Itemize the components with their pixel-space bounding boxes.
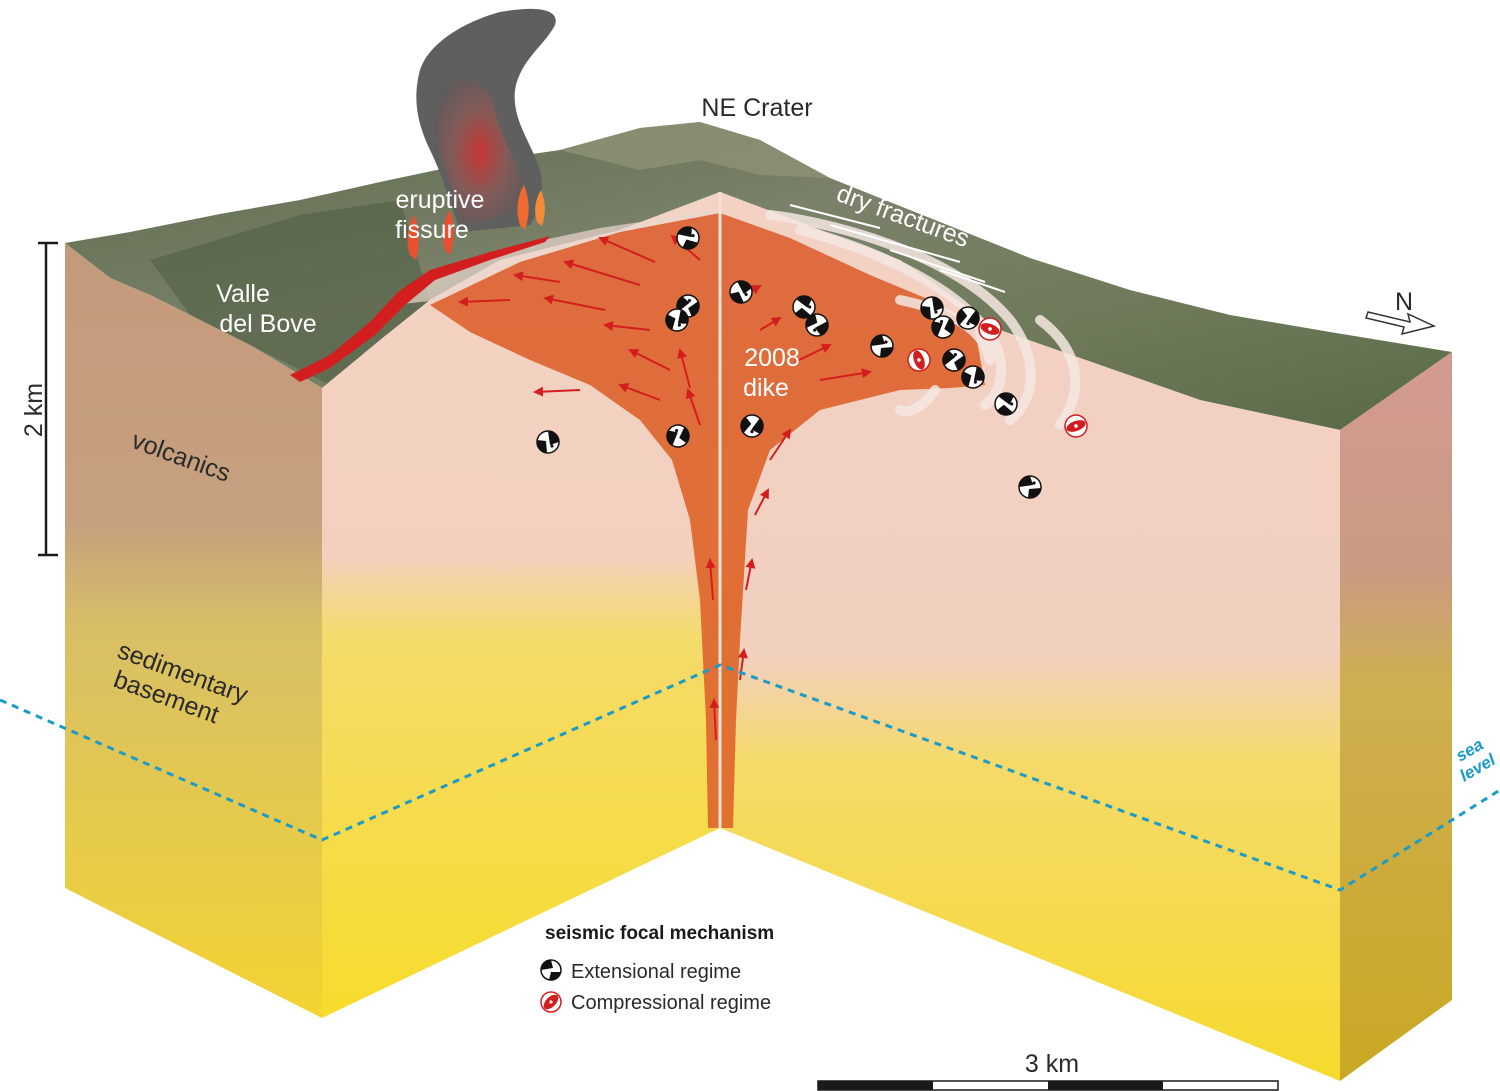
eruptive-label-line2: fissure [395,216,469,244]
eruptive-label-line1: eruptive [396,186,485,214]
valle-label-line2: del Bove [219,310,316,338]
legend-extensional-icon [540,959,562,981]
extensional-focal-mechanism [740,414,764,438]
legend-compressional-label: Compressional regime [571,992,771,1014]
sea-level-line [0,663,1500,892]
block-right-face [1340,352,1452,1081]
extensional-focal-mechanism [792,295,816,319]
horizontal-scale-bar [817,1080,1279,1091]
extensional-focal-mechanism [931,315,955,339]
extensional-focal-mechanism [942,348,966,372]
extensional-focal-mechanism [665,308,689,332]
valle-label-line1: Valle [216,280,270,308]
block-front-right-face [720,192,1340,1081]
extensional-focal-mechanism [676,226,700,250]
extensional-focal-mechanism [956,306,980,330]
extensional-focal-mechanism [666,424,690,448]
legend-compressional-icon [540,991,562,1013]
lava-flow [290,236,550,382]
extensional-focal-mechanism [920,296,944,320]
terrain-ridge-shading [560,122,830,178]
ne-crater-label: NE Crater [701,94,812,122]
north-label: N [1395,288,1413,316]
legend-extensional-label: Extensional regime [571,961,741,983]
compressional-focal-mechanism [1064,414,1088,438]
vertical-scale-label: 2 km [20,383,48,437]
legend: seismic focal mechanism Extensional regi… [540,923,774,1014]
focal-mechanisms [536,226,1088,499]
magma-dike [430,213,985,828]
terrain-surface [65,122,1452,430]
horizontal-scale-label: 3 km [1025,1050,1079,1078]
extensional-focal-mechanism [961,365,985,389]
dike-label-line2: dike [743,374,789,402]
dike-label-line1: 2008 [744,344,800,372]
eruption-plume [407,8,556,260]
extensional-focal-mechanism [994,392,1018,416]
vertical-scale-bar [38,241,58,557]
extensional-focal-mechanism [1018,475,1042,499]
compressional-focal-mechanism [907,348,931,372]
north-arrow [1365,311,1437,336]
extensional-focal-mechanism [870,334,894,358]
compressional-focal-mechanism [978,317,1002,341]
dry-fractures-ticks [789,204,1006,293]
extensional-focal-mechanism [805,313,829,337]
extensional-focal-mechanism [729,280,753,304]
extensional-focal-mechanism [536,430,560,454]
legend-title: seismic focal mechanism [545,923,774,944]
block-left-face [65,243,322,1018]
